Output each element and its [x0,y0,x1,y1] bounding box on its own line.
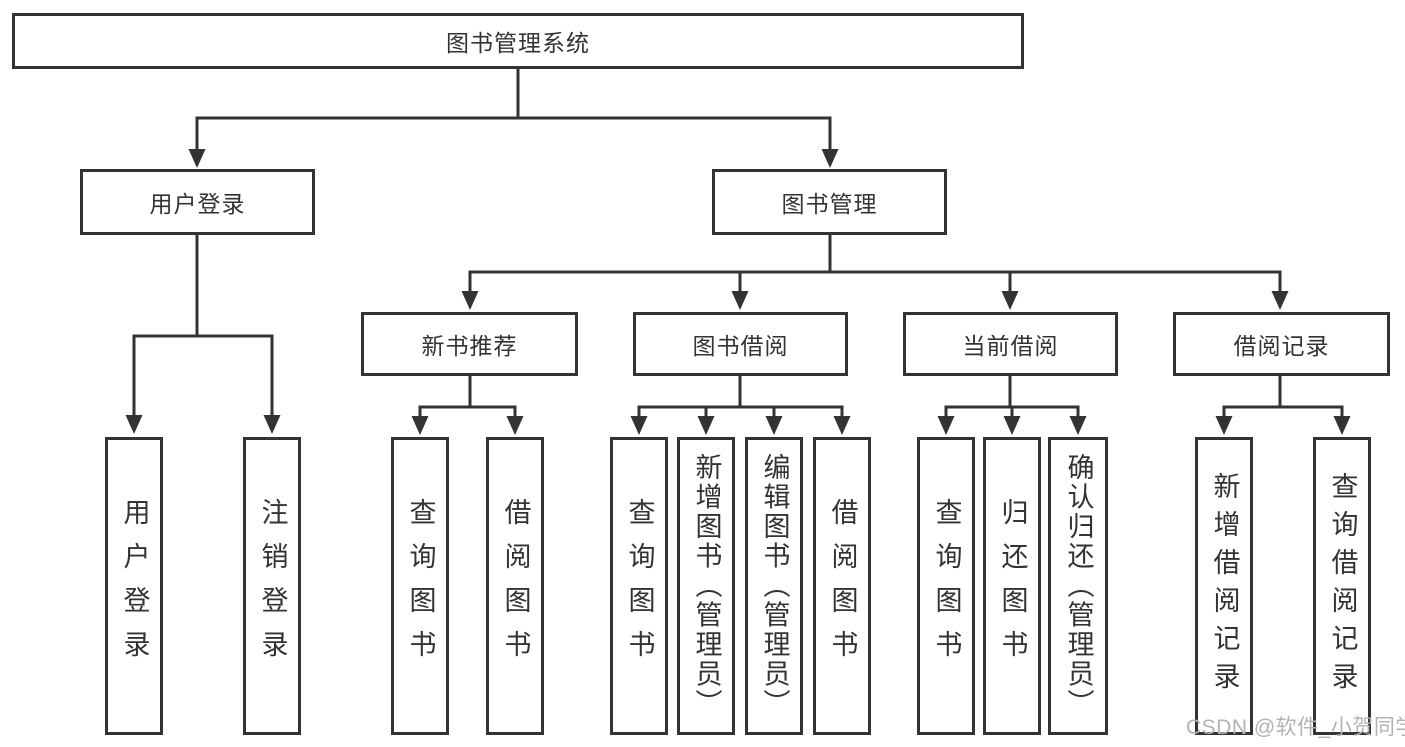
node-label: 新增图书（管理员） [691,453,722,719]
leaf-user-login: 用户登录 [105,437,163,735]
leaf-return-book: 归还图书 [983,437,1041,735]
node-label: 借阅图书 [827,498,858,674]
node-label: 图书管理 [781,191,878,217]
node-borrowing-records: 借阅记录 [1173,312,1390,376]
node-label: 归还图书 [997,498,1028,674]
node-label: 查询图书 [931,498,962,674]
node-label: 查询图书 [405,498,436,674]
leaf-query-books-current: 查询图书 [917,437,975,735]
node-label: 查询图书 [624,498,655,674]
leaf-query-books-borrowing: 查询图书 [610,437,668,735]
node-label: 借阅图书 [500,498,531,674]
leaf-query-books-recommend: 查询图书 [391,437,449,735]
node-label: 图书借阅 [692,333,789,359]
node-book-borrowing: 图书借阅 [633,312,848,376]
node-user-login: 用户登录 [80,169,315,235]
node-label: 编辑图书（管理员） [759,453,790,719]
leaf-logout: 注销登录 [243,437,301,735]
leaf-add-book-admin: 新增图书（管理员） [677,437,735,735]
node-library-management-system: 图书管理系统 [12,13,1024,69]
leaf-borrow-books-borrowing: 借阅图书 [813,437,871,735]
leaf-borrow-books-recommend: 借阅图书 [486,437,544,735]
node-label: 当前借阅 [962,333,1059,359]
node-label: 查询借阅记录 [1327,472,1358,700]
node-label: 借阅记录 [1233,333,1330,359]
node-label: 新书推荐 [421,333,518,359]
node-current-borrowing: 当前借阅 [903,312,1118,376]
csdn-watermark: CSDN @软件_小贺同学 [1186,716,1405,739]
node-label: 图书管理系统 [446,30,590,56]
node-label: 确认归还（管理员） [1063,453,1094,719]
leaf-edit-book-admin: 编辑图书（管理员） [745,437,803,735]
leaf-query-borrow-record: 查询借阅记录 [1313,437,1371,735]
leaf-add-borrow-record: 新增借阅记录 [1195,437,1253,735]
node-new-book-recommend: 新书推荐 [361,312,578,376]
node-label: 用户登录 [119,498,150,674]
node-book-management: 图书管理 [712,169,947,235]
node-label: 用户登录 [149,191,246,217]
node-label: 新增借阅记录 [1209,472,1240,700]
leaf-confirm-return-admin: 确认归还（管理员） [1048,437,1108,735]
node-label: 注销登录 [257,498,288,674]
